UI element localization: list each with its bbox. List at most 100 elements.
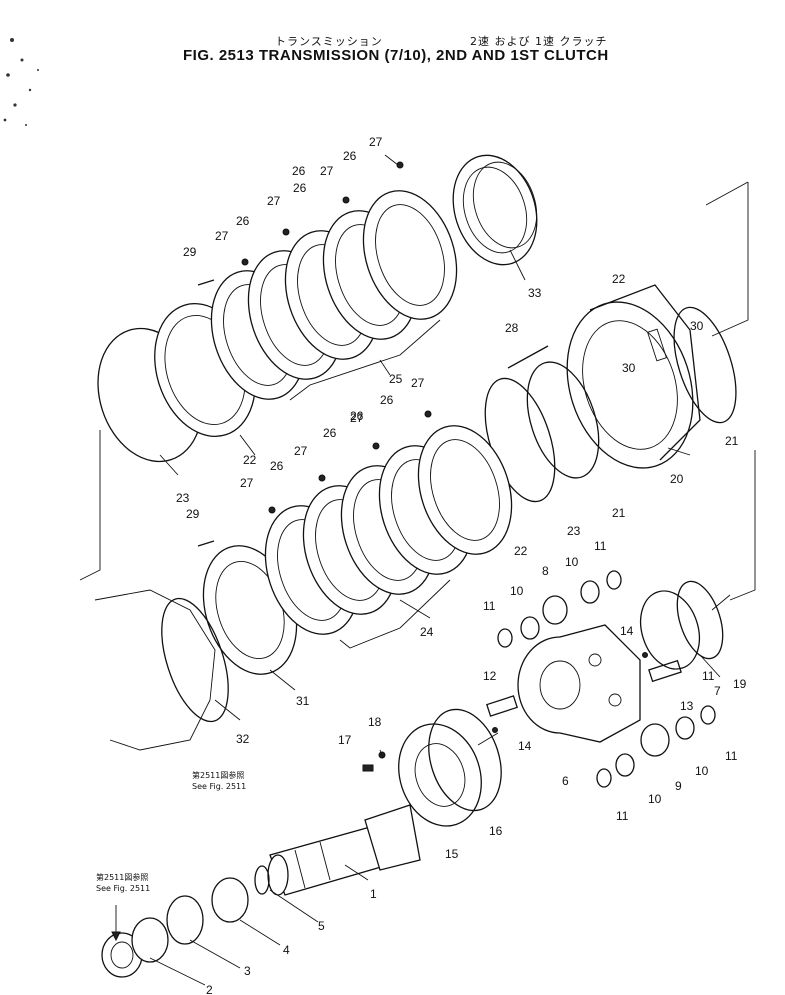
callout: 10 [648, 792, 662, 806]
callout: 10 [695, 764, 709, 778]
shaft-1 [267, 804, 421, 896]
callout: 26 [236, 214, 250, 228]
snap-ring-5 [254, 865, 270, 895]
pin-29-lower [197, 540, 215, 547]
bearing-10-c [615, 753, 635, 777]
callout: 22 [612, 272, 626, 286]
shaft-12 [486, 695, 518, 717]
callout: 27 [215, 229, 229, 243]
japanese-subtitle-left: トランスミッション [275, 35, 383, 48]
washer-11-a [497, 628, 513, 648]
upper-frame-tick [705, 181, 749, 206]
callout: 15 [445, 847, 459, 861]
bearing-3 [131, 917, 169, 963]
callouts: 1 2 3 4 5 6 7 8 9 10 10 10 10 11 11 11 1… [176, 135, 747, 995]
ref-note-en-1: See Fig. 2511 [192, 782, 246, 791]
seal-ring-16 [428, 708, 502, 812]
callout: 29 [183, 245, 197, 259]
callout: 23 [176, 491, 190, 505]
right-frame-line [729, 450, 756, 601]
pin-14-a [642, 652, 648, 658]
callout: 1 [370, 887, 377, 901]
callout: 31 [296, 694, 310, 708]
washer-11-d [700, 705, 716, 725]
bolt-17 [362, 764, 374, 772]
japanese-subtitle-right: 2速 および 1速 クラッチ [470, 35, 608, 48]
shaft-13 [648, 659, 682, 683]
small-parts [362, 570, 724, 788]
pin-14-b [492, 727, 498, 733]
callout: 17 [338, 733, 352, 747]
callout: 27 [294, 444, 308, 458]
ref-note-jp-2: 第2511図参照 [96, 872, 148, 882]
callout: 21 [612, 506, 626, 520]
callout: 11 [616, 809, 629, 823]
callout: 22 [243, 453, 257, 467]
bearing-10-a [520, 616, 540, 640]
callout: 23 [567, 524, 581, 538]
callout: 27 [267, 194, 281, 208]
middle-frame-line [79, 430, 101, 581]
callout: 21 [725, 434, 739, 448]
callout: 27 [411, 376, 425, 390]
callout: 26 [380, 393, 394, 407]
callout: 27 [320, 164, 334, 178]
pin-28 [507, 345, 549, 369]
callout: 33 [528, 286, 542, 300]
case-outline [94, 589, 216, 751]
callout: 7 [714, 684, 721, 698]
callout: 11 [725, 749, 738, 763]
scan-noise [3, 38, 39, 126]
callout: 13 [680, 699, 694, 713]
callout: 27 [369, 135, 383, 149]
ring-21-mid [526, 361, 600, 479]
callout: 26 [350, 409, 364, 423]
callout: 12 [483, 669, 497, 683]
end-plate-22-lower [417, 425, 513, 555]
upper-clutch-pack [97, 154, 538, 463]
callout: 11 [594, 539, 607, 553]
bearing-10-d [675, 716, 695, 740]
ref-note-jp-1: 第2511図参照 [192, 770, 244, 780]
callout: 22 [514, 544, 528, 558]
callout: 8 [542, 564, 549, 578]
callout: 9 [675, 779, 682, 793]
callout: 10 [510, 584, 524, 598]
ring-19 [676, 580, 724, 660]
gear-8 [542, 595, 568, 625]
callout: 11 [702, 669, 715, 683]
callout: 14 [620, 624, 634, 638]
bearing-10-b [580, 580, 600, 604]
callout: 26 [292, 164, 306, 178]
ref-note-en-2: See Fig. 2511 [96, 884, 150, 893]
pin-29-upper [197, 279, 215, 286]
gear-4 [211, 877, 249, 923]
housing-20 [566, 284, 701, 469]
callout: 24 [420, 625, 434, 639]
callout: 6 [562, 774, 569, 788]
callout: 29 [186, 507, 200, 521]
figure-title: FIG. 2513 TRANSMISSION (7/10), 2ND AND 1… [183, 47, 609, 64]
callout: 3 [244, 964, 251, 978]
gear-9 [640, 723, 670, 757]
callout: 14 [518, 739, 532, 753]
bearing-race [166, 895, 204, 945]
callout: 28 [505, 321, 519, 335]
callout: 27 [240, 476, 254, 490]
arrow-head [111, 931, 121, 942]
callout: 26 [343, 149, 357, 163]
ring-21-right [673, 306, 737, 424]
callout: 30 [622, 361, 636, 375]
washer-11-b [606, 570, 622, 590]
callout: 11 [483, 599, 496, 613]
upper-frame-line [711, 182, 749, 337]
callout: 25 [389, 372, 403, 386]
snap-ring-32 [161, 597, 229, 723]
callout: 4 [283, 943, 290, 957]
callout: 30 [690, 319, 704, 333]
carrier-6 [517, 624, 641, 743]
callout: 26 [293, 181, 307, 195]
callout: 5 [318, 919, 325, 933]
